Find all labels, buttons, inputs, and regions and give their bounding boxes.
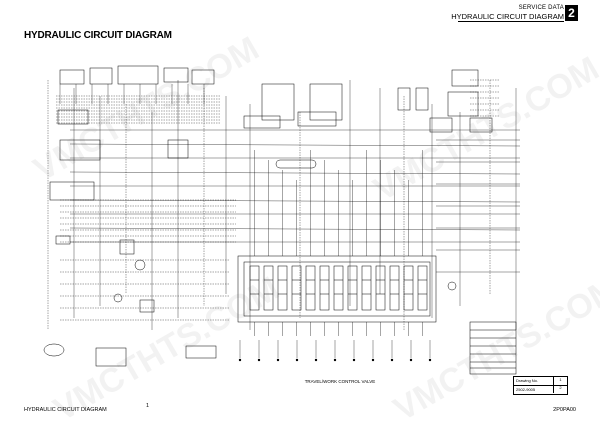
sheet-bottom: 2 [559, 385, 562, 390]
valve-label: TRAVEL/WORK CONTROL VALVE [305, 379, 376, 384]
header-rule [458, 21, 564, 22]
chapter-badge: 2 [565, 5, 578, 21]
footer-page-number: 1 [146, 403, 150, 409]
page-title: HYDRAULIC CIRCUIT DIAGRAM [24, 30, 172, 41]
footer-left: HYDRAULIC CIRCUIT DIAGRAM [24, 407, 107, 413]
drawing-label: Drawing No. [514, 377, 567, 386]
drawing-sheet: 1 2 [553, 376, 567, 393]
header-title: HYDRAULIC CIRCUIT DIAGRAM [451, 12, 564, 21]
drawing-number-box: Drawing No. 2502-9005 [513, 376, 568, 395]
drawing-number: 2502-9005 [516, 387, 536, 392]
sheet-top: 1 [559, 377, 562, 382]
footer-code: 2P0PA00 [553, 407, 576, 413]
header-section: SERVICE DATA [518, 5, 564, 11]
